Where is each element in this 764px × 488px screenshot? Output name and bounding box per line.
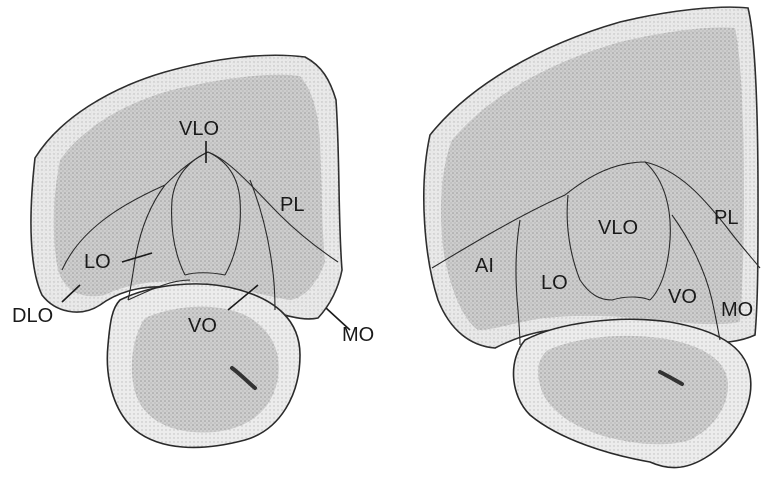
right-brain-section: VLO PL AI LO VO MO	[418, 5, 762, 468]
left-label-pl: PL	[280, 194, 304, 216]
left-label-vlo: VLO	[179, 118, 219, 140]
right-label-vo: VO	[668, 286, 697, 308]
right-label-pl: PL	[714, 207, 738, 229]
right-label-mo: MO	[721, 299, 753, 321]
left-label-mo: MO	[342, 324, 374, 346]
left-grain-overlay	[28, 52, 344, 324]
right-label-vlo: VLO	[598, 217, 638, 239]
right-label-lo: LO	[541, 272, 568, 294]
left-brain-section: VLO PL LO DLO VO MO	[12, 52, 374, 447]
left-label-dlo: DLO	[12, 305, 53, 327]
left-label-vo: VO	[188, 315, 217, 337]
left-label-lo: LO	[84, 251, 111, 273]
right-label-ai: AI	[475, 255, 494, 277]
